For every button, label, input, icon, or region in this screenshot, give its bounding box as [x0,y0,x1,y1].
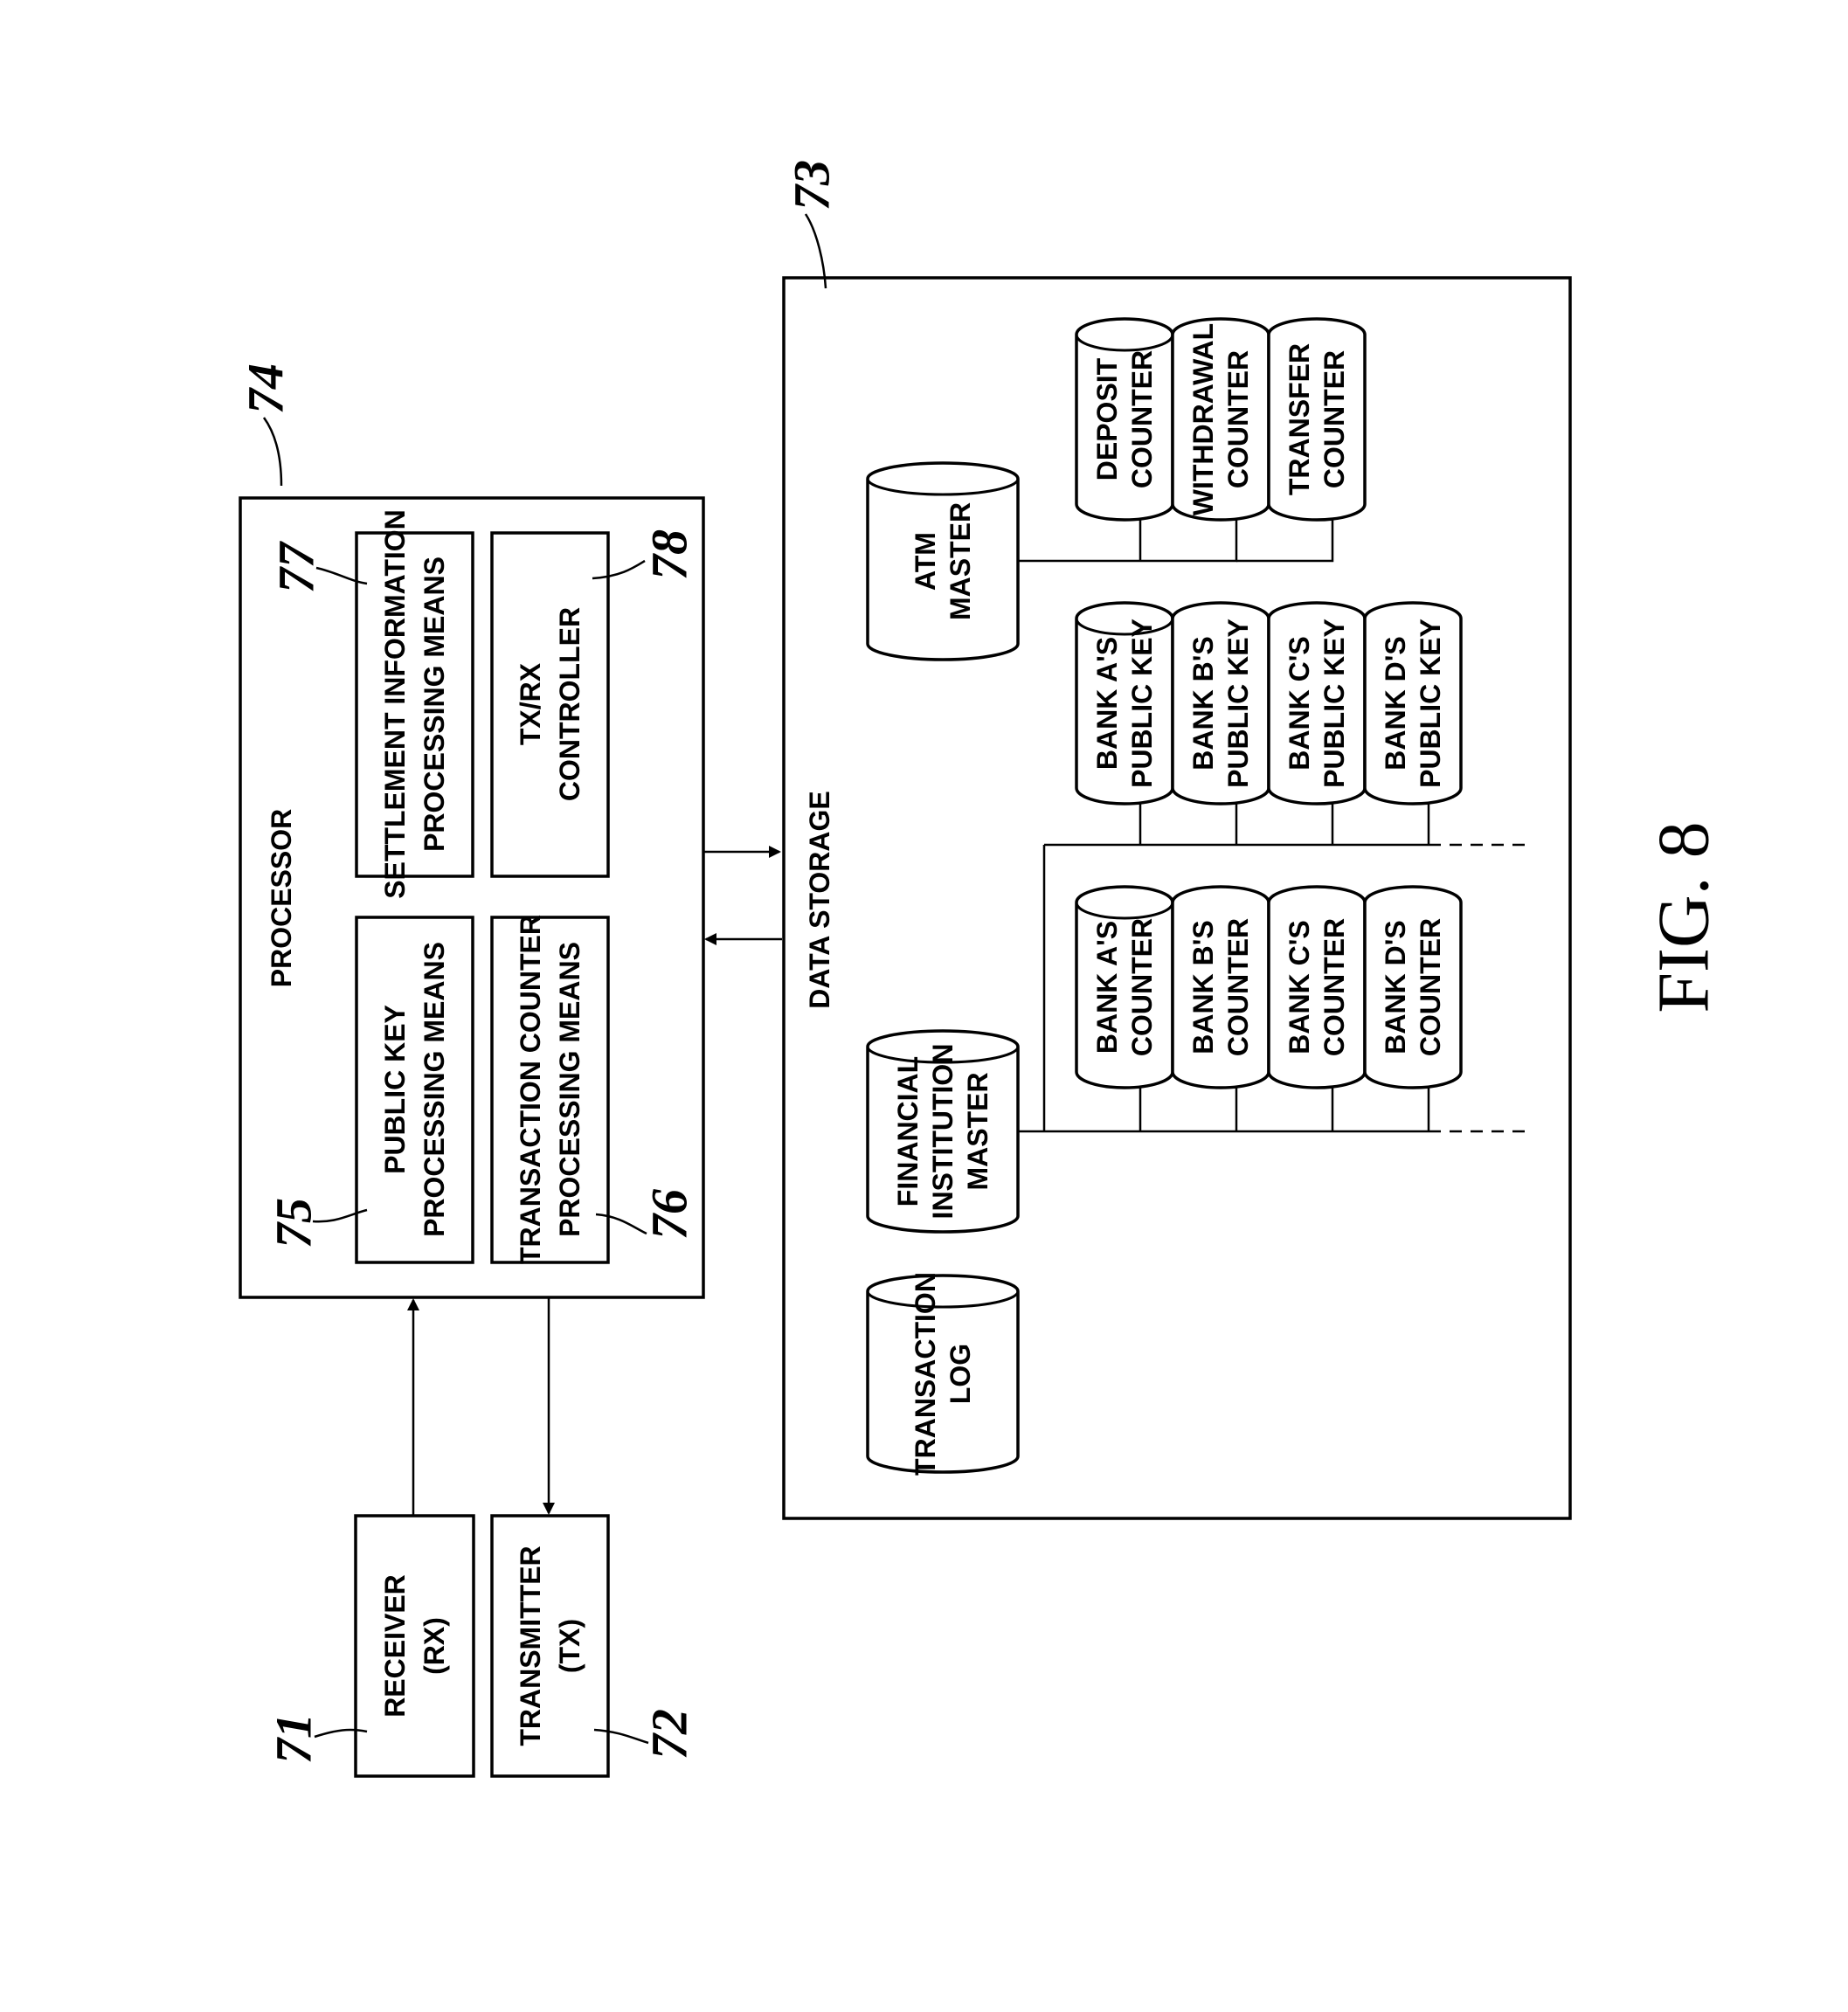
ref-74: 74 [237,363,294,486]
svg-text:71: 71 [265,1713,322,1764]
processor-title: PROCESSOR [266,809,297,987]
transaction-log-cylinder-label-1: TRANSACTION [910,1272,941,1476]
svg-text:78: 78 [640,529,697,580]
bank-counter-cylinder-3: BANK C'SCOUNTER [1269,887,1365,1088]
settlement-label-2: PROCESSING MEANS [419,557,450,852]
atm-counter-cylinder-3-label-1: TRANSFER [1284,343,1315,495]
bank-counter-cylinder-3-label-1: BANK C'S [1284,920,1315,1054]
atm-counter-cylinder-3: TRANSFERCOUNTER [1269,319,1365,520]
settlement-label-1: SETTLEMENT INFORMATION [379,509,411,899]
txn-counter-label-1: TRANSACTION COUNTER [515,915,546,1264]
data-storage-title: DATA STORAGE [804,791,835,1008]
svg-text:76: 76 [640,1189,697,1240]
bank-counter-cylinder-4-label-1: BANK D'S [1380,920,1411,1054]
atm-counter-cylinder-1-label-2: COUNTER [1126,350,1158,488]
bank-public-key-cylinder-1-label-2: PUBLIC KEY [1126,619,1158,788]
transmitter-block: TRANSMITTER (TX) [492,1516,608,1776]
ref-73: 73 [783,160,840,288]
bank-public-key-cylinder-4: BANK D'SPUBLIC KEY [1365,603,1461,804]
transaction-log-cylinder-label-2: LOG [945,1344,976,1404]
settlement-info-means: SETTLEMENT INFORMATION PROCESSING MEANS [356,509,473,899]
txrx-label-1: TX/RX [515,662,546,745]
bank-public-key-cylinder-3-label-1: BANK C'S [1284,636,1315,770]
bank-counter-cylinder-1: BANK A'SCOUNTER [1076,887,1173,1088]
bank-public-key-cylinder-3-label-2: PUBLIC KEY [1319,619,1350,788]
public-key-label-1: PUBLIC KEY [379,1005,411,1174]
financial-institution-master-cylinder-label-1: FINANCIAL [892,1056,924,1207]
bank-counter-cylinder-1-label-2: COUNTER [1126,918,1158,1056]
bank-public-key-cylinder-4-label-1: BANK D'S [1380,636,1411,770]
txrx-label-2: CONTROLLER [554,607,585,801]
atm-master-cylinder-label-2: MASTER [945,502,976,620]
bank-counter-cylinder-3-label-2: COUNTER [1319,918,1350,1056]
receiver-label-1: RECEIVER [379,1574,411,1718]
atm-counter-cylinder-2: WITHDRAWALCOUNTER [1173,319,1269,520]
bank-public-key-cylinder-1-label-1: BANK A'S [1091,637,1123,770]
transaction-log-cylinder: TRANSACTIONLOG [868,1272,1018,1476]
public-key-means: PUBLIC KEY PROCESSING MEANS [356,917,473,1262]
bank-counter-cylinder-2: BANK B'SCOUNTER [1173,887,1269,1088]
financial-institution-master-cylinder-label-2: INSTITUTION [927,1044,959,1220]
txn-counter-label-2: PROCESSING MEANS [554,942,585,1237]
svg-text:74: 74 [237,363,294,414]
financial-institution-master-cylinder: FINANCIALINSTITUTIONMASTER [868,1031,1018,1232]
bank-public-key-cylinder-1: BANK A'SPUBLIC KEY [1076,603,1173,804]
processor-block: PROCESSOR SETTLEMENT INFORMATION PROCESS… [240,498,703,1297]
txrx-controller: TX/RX CONTROLLER [492,533,608,876]
bank-counter-cylinder-4-label-2: COUNTER [1415,918,1446,1056]
bank-counter-cylinder-4: BANK D'SCOUNTER [1365,887,1461,1088]
svg-text:77: 77 [267,541,324,593]
bank-public-key-cylinder-4-label-2: PUBLIC KEY [1415,619,1446,788]
transaction-counter-means: TRANSACTION COUNTER PROCESSING MEANS [492,915,608,1264]
atm-counter-cylinder-1-label-1: DEPOSIT [1091,357,1123,481]
atm-master-cylinder: ATMMASTER [868,463,1018,660]
bank-counter-cylinder-2-label-2: COUNTER [1222,918,1254,1056]
bank-public-key-cylinder-3: BANK C'SPUBLIC KEY [1269,603,1365,804]
bank-public-key-cylinder-2-label-2: PUBLIC KEY [1222,619,1254,788]
svg-text:73: 73 [783,160,840,211]
receiver-label-2: (RX) [419,1617,450,1675]
bank-public-key-cylinder-2-label-1: BANK B'S [1187,636,1219,770]
atm-counter-cylinder-2-label-2: COUNTER [1222,350,1254,488]
atm-counter-cylinder-3-label-2: COUNTER [1319,350,1350,488]
atm-master-cylinder-label-1: ATM [910,532,941,591]
transmitter-label-2: (TX) [554,1619,585,1673]
financial-institution-master-cylinder-label-3: MASTER [962,1072,993,1190]
svg-text:75: 75 [265,1198,322,1248]
ref-71: 71 [265,1713,367,1764]
atm-counter-cylinder-1: DEPOSITCOUNTER [1076,319,1173,520]
receiver-block: RECEIVER (RX) [356,1516,474,1776]
public-key-label-2: PROCESSING MEANS [419,942,450,1237]
bank-public-key-cylinder-2: BANK B'SPUBLIC KEY [1173,603,1269,804]
bank-counter-cylinder-2-label-1: BANK B'S [1187,920,1219,1054]
figure-caption: FIG. 8 [1643,821,1724,1013]
atm-counter-cylinder-2-label-1: WITHDRAWAL [1187,323,1219,515]
transmitter-label-1: TRANSMITTER [515,1545,546,1746]
svg-text:72: 72 [640,1709,697,1760]
bank-counter-cylinder-1-label-1: BANK A'S [1091,921,1123,1054]
